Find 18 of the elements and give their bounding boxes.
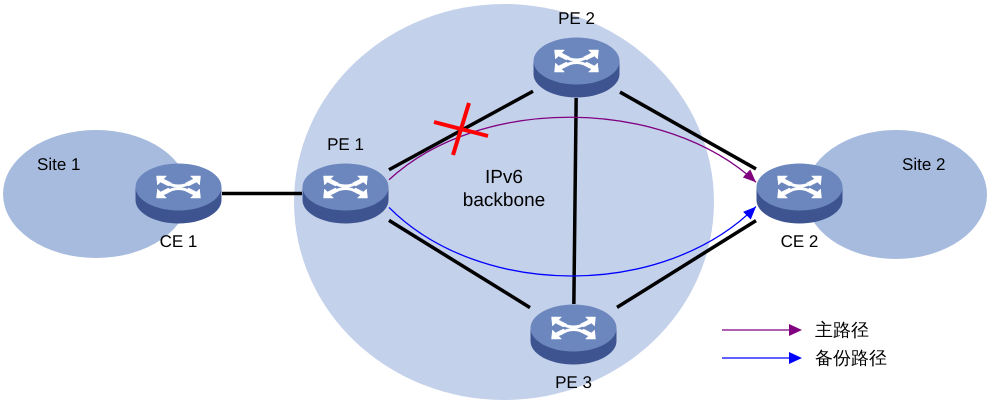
node-label: PE 2: [557, 9, 596, 29]
node-label: Site 2: [902, 155, 946, 175]
node-label: CE 2: [780, 232, 820, 252]
legend-label: 主路径: [815, 319, 869, 341]
connection-line: [616, 219, 757, 309]
arrow: [388, 116, 756, 183]
connection-line: [388, 90, 534, 172]
connection-line: [572, 98, 578, 304]
node-label: CE 1: [158, 232, 198, 252]
node-label: Site 1: [37, 155, 80, 175]
connection-line: [619, 90, 757, 170]
connection-line: [222, 192, 302, 196]
legend-label: 备份路径: [815, 347, 887, 369]
connection-line: [388, 218, 531, 310]
node-label: PE 3: [554, 373, 593, 393]
node-label: IPv6 backbone: [462, 166, 546, 212]
node-label: PE 1: [326, 135, 365, 155]
arrow: [388, 206, 756, 277]
